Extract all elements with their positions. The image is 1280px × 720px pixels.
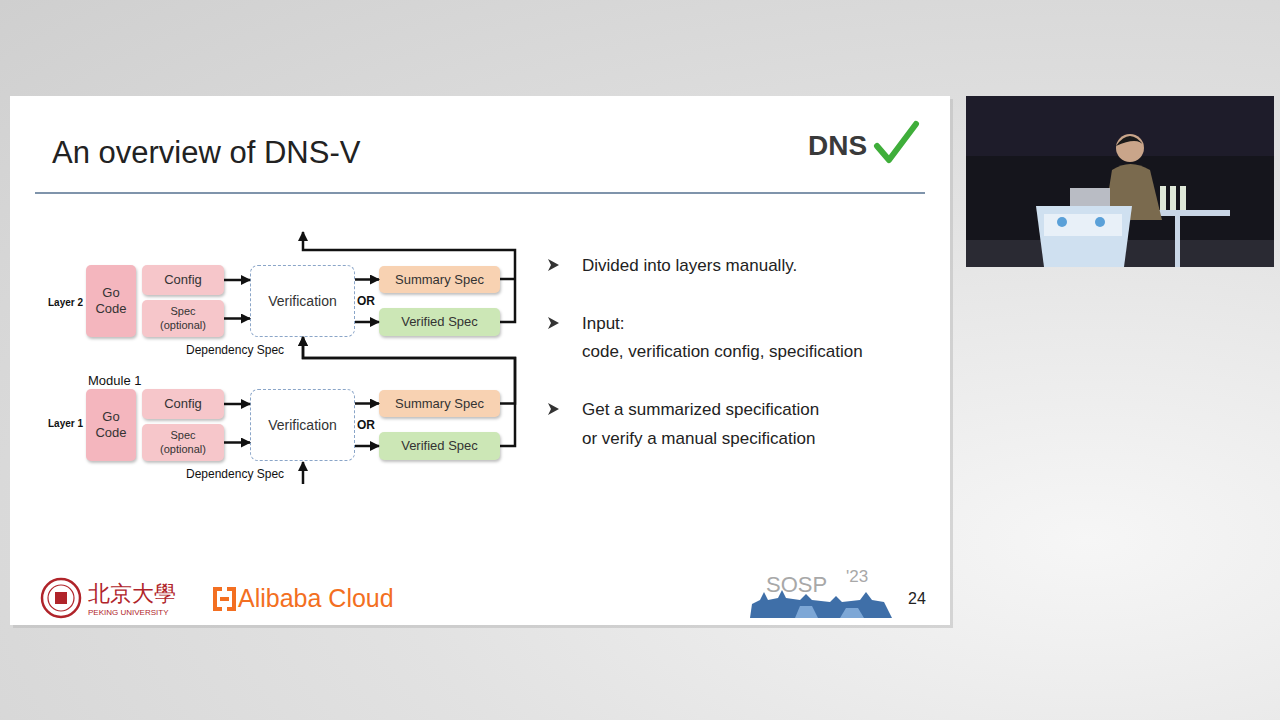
university-name: PEKING UNIVERSITY (88, 609, 168, 617)
node-text: Summary Spec (395, 396, 484, 412)
title-rule (35, 192, 925, 194)
flow-arrow (224, 441, 250, 444)
video-podium-cloud (1095, 217, 1105, 227)
video-table-leg (1175, 216, 1180, 267)
dependency-input-wire (302, 462, 305, 484)
logo-bar (220, 597, 229, 601)
university-seal (42, 579, 80, 617)
code-box: Go Code (86, 265, 136, 337)
video-bottle (1180, 186, 1186, 210)
node-text: Verified Spec (401, 438, 478, 454)
node-text: Go Code (94, 285, 128, 316)
module-label: Module 1 (88, 374, 141, 387)
seal-center (55, 592, 67, 604)
video-podium (1036, 206, 1132, 267)
bullet-text: Divided into layers manually. (582, 257, 797, 274)
flow-arrow (224, 279, 250, 282)
bullet-text: Get a summarized specification (582, 401, 819, 418)
flow-arrow (303, 337, 515, 446)
flow-arrow (355, 402, 379, 405)
bullet-marker (548, 317, 559, 329)
bullet-markers (548, 259, 559, 415)
video-speaker-hair (1116, 136, 1144, 146)
cloud-logo-icon (215, 589, 234, 609)
node-text: Verification (268, 293, 336, 310)
video-podium-sign (1044, 214, 1122, 236)
config-box: Config (142, 389, 224, 419)
flow-arrow (224, 403, 250, 406)
verified-spec-box: Verified Spec (379, 308, 500, 336)
flow-arrow (355, 321, 379, 324)
check-mark (877, 124, 916, 160)
flow-arrow (224, 317, 250, 320)
dependency-label: Dependency Spec (186, 344, 284, 356)
page-number: 24 (908, 591, 926, 607)
verified-spec-box: Verified Spec (379, 432, 500, 460)
flow-arrow (355, 278, 379, 281)
logo-text: DNS (808, 132, 867, 160)
video-laptop (1070, 188, 1110, 206)
node-text: Go Code (94, 409, 128, 440)
spec-box: Spec (optional) (142, 424, 224, 461)
spec-box: Spec (optional) (142, 300, 224, 337)
bullet-text: Input: (582, 315, 625, 332)
slide-background (10, 96, 950, 625)
dependency-label: Dependency Spec (186, 468, 284, 480)
video-speaker-head (1116, 134, 1144, 162)
video-bottle (1160, 186, 1166, 210)
node-text: Spec (optional) (152, 305, 214, 331)
config-box: Config (142, 265, 224, 295)
output-wire (500, 278, 515, 281)
bullet-marker (548, 403, 559, 415)
layer-label: Layer 1 (48, 419, 83, 429)
edge-group (224, 280, 515, 447)
speaker-video (966, 96, 1274, 267)
verification-box: Verification (250, 389, 355, 461)
flow-arrow (303, 337, 515, 404)
video-podium-cloud (1057, 217, 1067, 227)
video-background (966, 96, 1274, 267)
static-wires (303, 232, 515, 484)
or-label: OR (357, 419, 375, 431)
summary-spec-box: Summary Spec (379, 390, 500, 417)
seal-ring (48, 585, 74, 611)
slide-title: An overview of DNS-V (52, 137, 360, 168)
verification-box: Verification (250, 265, 355, 337)
skyline-shape (795, 606, 818, 618)
bullet-text: or verify a manual specification (582, 430, 815, 447)
bullet-marker (548, 259, 559, 271)
or-label: OR (357, 295, 375, 307)
node-text: Verification (268, 417, 336, 434)
conference-logo-text: SOSP (766, 574, 827, 596)
flow-arrow (355, 445, 379, 448)
university-name: 北京大學 (88, 583, 176, 605)
node-text: Verified Spec (401, 314, 478, 330)
summary-spec-box: Summary Spec (379, 266, 500, 293)
layer-label: Layer 2 (48, 298, 83, 308)
video-bottle (1170, 186, 1176, 210)
node-text: Spec (optional) (152, 429, 214, 455)
node-text: Config (164, 396, 202, 412)
seal-ring (42, 579, 80, 617)
conference-logo-text: '23 (846, 568, 868, 585)
node-text: Summary Spec (395, 272, 484, 288)
code-box: Go Code (86, 389, 136, 461)
company-logo-text: Alibaba Cloud (238, 586, 394, 611)
skyline-shape (840, 608, 864, 618)
node-text: Config (164, 272, 202, 288)
bullet-text: code, verification config, specification (582, 343, 863, 360)
output-wire (303, 232, 515, 322)
